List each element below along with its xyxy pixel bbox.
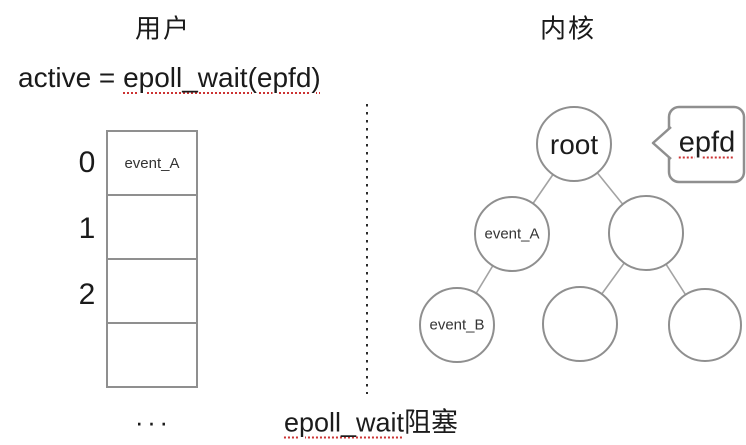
tree-node-eventA-circle [474,196,550,272]
tree-node-right-circle [608,195,684,271]
user-kernel-separator [366,104,368,394]
tree-node-root-label: root [549,129,599,160]
tree-node-root-circle [536,106,612,182]
blocking-caption-call: epoll_wait [283,407,405,438]
array-index-2: 2 [78,278,96,311]
epfd-bubble-label: epfd [678,126,736,159]
array-index-1: 1 [78,212,96,245]
events-array: event_A [106,130,198,388]
array-cell-0-label: event_A [124,154,180,172]
blocking-caption-suffix: 阻塞 [404,407,459,438]
tree-nodes [419,106,742,363]
tree-node-middle-circle [542,286,618,362]
array-cell-3 [106,322,198,388]
epfd-bubble-tail [651,126,672,160]
code-line-call: epoll_wait(epfd) [123,62,321,93]
array-index-0: 0 [78,146,96,179]
kernel-side-title: 内核 [539,13,597,44]
code-line-prefix: active = [18,62,124,93]
code-line: active = epoll_wait(epfd) [18,62,321,94]
tree-node-rightmost-circle [668,288,742,362]
user-side-title: 用户 [134,13,192,44]
tree-node-eventB-circle [419,287,495,363]
array-ellipsis: ... [135,401,173,432]
tree-node-eventB-label: event_B [429,316,485,334]
blocking-caption: epoll_wait阻塞 [284,401,458,440]
tree-node-eventA-label: event_A [484,225,540,243]
array-cell-0: event_A [106,130,198,196]
array-cell-1 [106,194,198,260]
array-cell-2 [106,258,198,324]
